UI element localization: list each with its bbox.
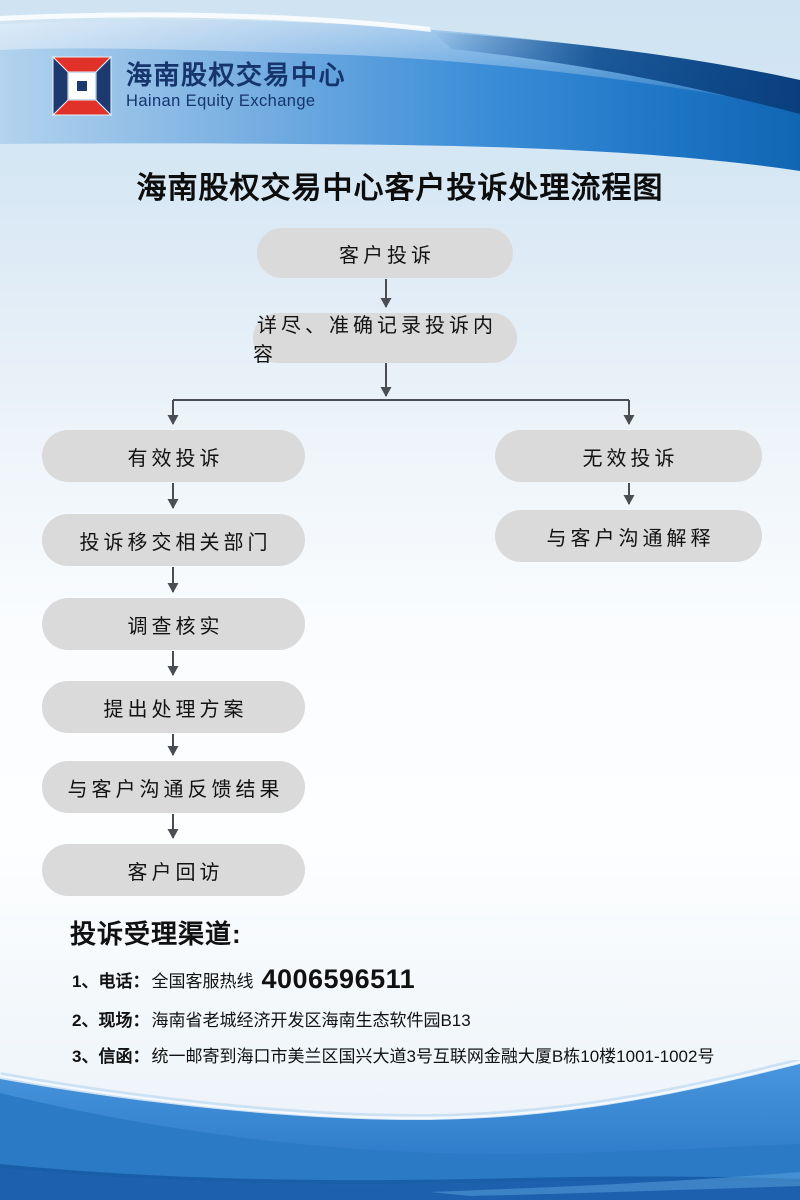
channel-text: 全国客服热线 [151, 971, 254, 991]
flow-node-communicate-explain: 与客户沟通解释 [495, 510, 762, 562]
channel-label: 信函： [98, 1047, 150, 1066]
channel-text: 海南省老城经济开发区海南生态软件园B13 [151, 1011, 471, 1030]
flow-node-investigate-verify: 调查核实 [42, 598, 305, 650]
brand-name-zh: 海南股权交易中心 [126, 60, 347, 91]
brand-name-en: Hainan Equity Exchange [126, 91, 316, 110]
flow-node-customer-complaint: 客户投诉 [257, 228, 513, 278]
brand-text: 海南股权交易中心 Hainan Equity Exchange [126, 61, 346, 111]
flow-node-customer-revisit: 客户回访 [42, 844, 305, 896]
channels-heading: 投诉受理渠道: [70, 919, 242, 949]
flow-node-record-complaint: 详尽、准确记录投诉内容 [253, 313, 517, 366]
flow-node-feedback-result: 与客户沟通反馈结果 [42, 761, 305, 813]
page-title: 海南股权交易中心客户投诉处理流程图 [136, 172, 664, 205]
channel-item-mail: 3、 信函： 统一邮寄到海口市美兰区国兴大道3号互联网金融大厦B栋10楼1001… [72, 1042, 714, 1067]
channel-number: 2、 [72, 1011, 99, 1030]
channel-item-phone: 1、 电话： 全国客服热线 4006596511 [72, 962, 415, 996]
brand-logo: 海南股权交易中心 Hainan Equity Exchange [52, 56, 346, 116]
flow-node-propose-solution: 提出处理方案 [42, 681, 305, 733]
logo-mark-icon [52, 56, 112, 116]
channel-item-onsite: 2、 现场： 海南省老城经济开发区海南生态软件园B13 [72, 1006, 471, 1031]
flow-node-transfer-department: 投诉移交相关部门 [42, 514, 305, 566]
header-wave-band [0, 12, 800, 172]
channel-label: 电话： [98, 971, 150, 991]
channel-number: 3、 [72, 1047, 99, 1066]
channel-label: 现场： [98, 1011, 150, 1030]
channels-section: 投诉受理渠道: 1、 电话： 全国客服热线 4006596511 2、 现场： … [70, 914, 750, 1066]
flow-node-invalid-complaint: 无效投诉 [495, 430, 762, 482]
footer-wave-band [0, 1060, 800, 1200]
channel-phone-number: 4006596511 [261, 963, 416, 994]
channel-text: 统一邮寄到海口市美兰区国兴大道3号互联网金融大厦B栋10楼1001-1002号 [151, 1047, 715, 1066]
flow-node-valid-complaint: 有效投诉 [42, 430, 305, 482]
channel-number: 1、 [72, 971, 99, 991]
